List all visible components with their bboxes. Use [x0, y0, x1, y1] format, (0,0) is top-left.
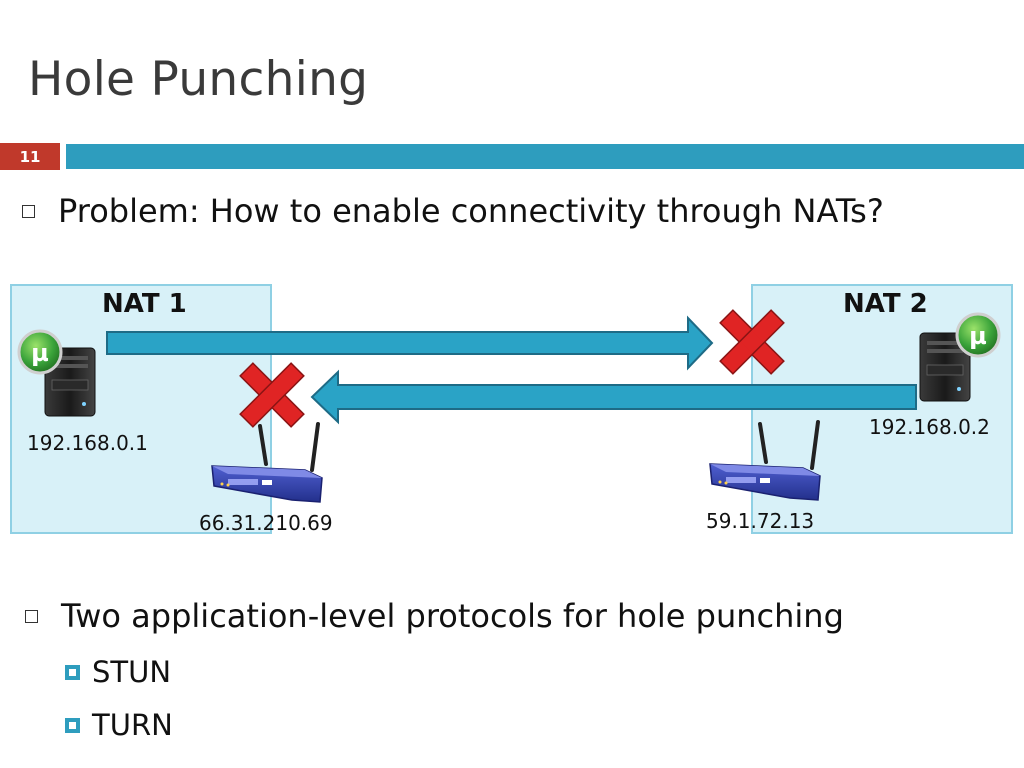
- title-rule: [66, 144, 1024, 169]
- inbound-arrow: [310, 369, 917, 425]
- bullet-square-icon: [22, 204, 35, 218]
- sub-bullet-stun: STUN: [65, 655, 171, 689]
- svg-text:µ: µ: [969, 322, 987, 350]
- bullet-problem: Problem: How to enable connectivity thro…: [22, 192, 884, 230]
- bullet-protocols: Two application-level protocols for hole…: [25, 597, 844, 635]
- host2-ip: 192.168.0.2: [869, 415, 990, 439]
- nat1-label: NAT 1: [102, 289, 187, 319]
- svg-text:µ: µ: [31, 339, 49, 367]
- bullet-text: Two application-level protocols for hole…: [61, 597, 844, 635]
- blocked-x-icon: [719, 309, 785, 375]
- sub-bullet-text: STUN: [92, 655, 172, 689]
- sub-bullet-square-icon: [65, 664, 80, 680]
- sub-bullet-turn: TURN: [65, 708, 173, 742]
- bullet-square-icon: [25, 609, 38, 623]
- router2-icon: [709, 420, 821, 501]
- blocked-x-icon: [239, 362, 305, 428]
- bullet-text: Problem: How to enable connectivity thro…: [58, 192, 884, 230]
- host1-ip: 192.168.0.1: [27, 431, 148, 455]
- host1-server-icon: µ: [17, 329, 96, 417]
- host2-server-icon: µ: [919, 312, 1001, 402]
- slide-title: Hole Punching: [28, 52, 369, 107]
- sub-bullet-square-icon: [65, 717, 80, 733]
- router1-icon: [211, 422, 323, 503]
- router2-ip: 59.1.72.13: [706, 509, 815, 533]
- router1-ip: 66.31.210.69: [199, 511, 333, 535]
- outbound-arrow: [106, 315, 714, 371]
- nat2-label: NAT 2: [843, 289, 928, 319]
- slide-number: 11: [0, 143, 60, 170]
- sub-bullet-text: TURN: [92, 708, 173, 742]
